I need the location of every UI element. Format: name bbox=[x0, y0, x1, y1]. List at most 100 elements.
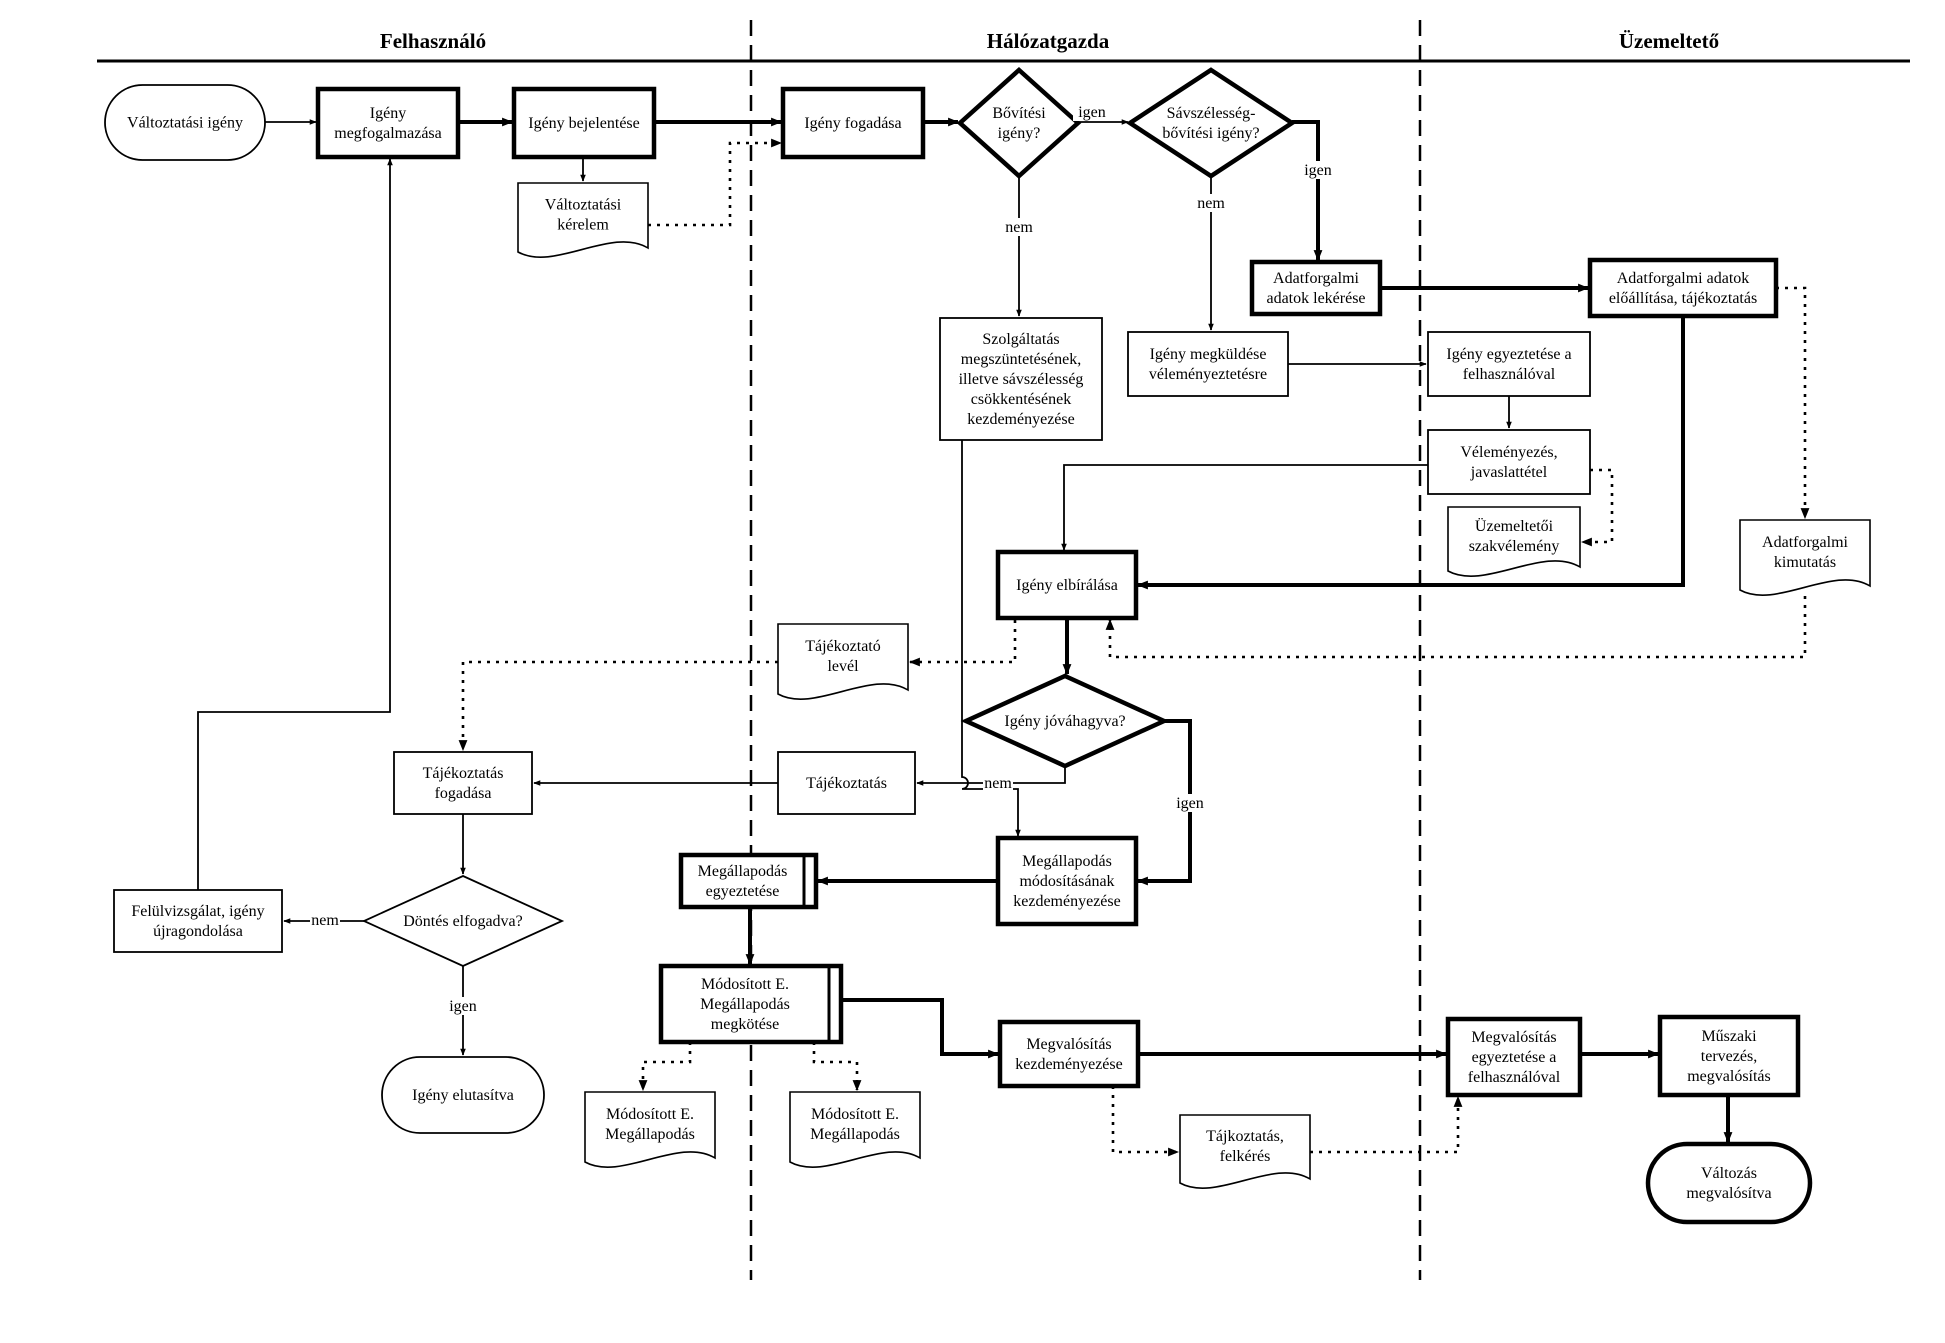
node-label: kezdeményezése bbox=[1015, 1056, 1122, 1073]
node-label: Módosított E. bbox=[811, 1106, 899, 1123]
decision-diamond bbox=[960, 673, 1170, 769]
node-label: egyeztetése bbox=[706, 883, 780, 900]
edge-label-igen: igen bbox=[1304, 162, 1332, 179]
connector-tajekoztato-level-to-tajekoztatas-fogadasa bbox=[458, 660, 778, 752]
node-label: Adatforgalmi bbox=[1762, 534, 1848, 551]
node-label: Változtatási igény bbox=[127, 115, 243, 132]
node-label: Igény bejelentése bbox=[528, 115, 640, 132]
igeny-jovahagyva-decision: Igény jóváhagyva? bbox=[960, 673, 1170, 769]
node-label: Megállapodás bbox=[810, 1126, 900, 1143]
megallapodas-egyeztetese-subprocess: Megállapodás egyeztetése bbox=[678, 852, 819, 910]
node-label: Sávszélesség- bbox=[1167, 105, 1256, 122]
process-box bbox=[1445, 1016, 1583, 1098]
node-label: javaslattétel bbox=[1470, 464, 1548, 481]
node-label: megkötése bbox=[711, 1016, 779, 1033]
bovitesi-igeny-decision: Bővítési igény? bbox=[956, 66, 1082, 180]
node-label: véleményeztetésre bbox=[1149, 366, 1267, 383]
lane-title-uzemelteto: Üzemeltető bbox=[1619, 29, 1719, 53]
node-label: megfogalmazása bbox=[334, 125, 442, 142]
terminal-shape bbox=[104, 84, 266, 161]
connector-modositott-megallapodas-megkotese-to-modositott-megallapodas-doc-2 bbox=[812, 1042, 862, 1092]
node-label: megvalósítás bbox=[1687, 1068, 1771, 1085]
edge-label-bg bbox=[1196, 194, 1226, 212]
document-shape bbox=[584, 1091, 716, 1168]
lane-frame: Felhasználó Hálózatgazda Üzemeltető bbox=[97, 20, 1910, 1280]
edge-label-bg bbox=[310, 911, 340, 929]
adatforgalmi-adatok-lekerese-process: Adatforgalmi adatok lekérése bbox=[1249, 259, 1383, 317]
node-label: Adatforgalmi bbox=[1273, 270, 1359, 287]
process-box bbox=[315, 86, 461, 160]
node-label: Megállapodás bbox=[1022, 853, 1112, 870]
node-label: Megállapodás bbox=[698, 863, 788, 880]
node-label: Igény fogadása bbox=[804, 115, 901, 132]
edge-label-bg bbox=[1073, 103, 1111, 121]
connector-savszelesseg-bovitesi-igeny-to-adatforgalmi-adatok-lekerese bbox=[1292, 120, 1323, 262]
modositott-megallapodas-doc-1-document: Módosított E.Megállapodás bbox=[584, 1091, 716, 1168]
node-label: adatok lekérése bbox=[1266, 290, 1365, 307]
node-label: Tájékoztató bbox=[805, 638, 881, 655]
process-box bbox=[1657, 1014, 1801, 1098]
node-label: Változtatási bbox=[545, 197, 622, 214]
node-label: csökkentésének bbox=[971, 391, 1071, 408]
node-label: levél bbox=[827, 658, 859, 675]
connector-modositott-megallapodas-megkotese-to-modositott-megallapodas-doc-1 bbox=[638, 1042, 692, 1092]
node-label: Igény jóváhagyva? bbox=[1004, 713, 1125, 730]
node-label: Műszaki bbox=[1701, 1028, 1757, 1045]
node-label: Megállapodás bbox=[605, 1126, 695, 1143]
process-box bbox=[995, 835, 1139, 927]
node-label: Tájékoztatás bbox=[423, 765, 504, 782]
decision-diamond bbox=[361, 875, 565, 967]
lane-title-felhasznalo: Felhasználó bbox=[380, 29, 486, 53]
node-label: Módosított E. bbox=[701, 976, 789, 993]
document-shape bbox=[1179, 1114, 1311, 1189]
node-label: kérelem bbox=[557, 217, 609, 234]
node-label: igény? bbox=[998, 125, 1041, 142]
velemenyezes-process: Véleményezés,javaslattétel bbox=[1427, 429, 1591, 495]
process-box bbox=[1127, 331, 1289, 397]
node-label: Megvalósítás bbox=[1471, 1029, 1556, 1046]
valtoztatasi-igeny-terminal: Változtatási igény bbox=[104, 84, 266, 161]
decision-diamond bbox=[956, 66, 1082, 180]
node-label: módosításának bbox=[1019, 873, 1114, 890]
savszelesseg-bovitesi-igeny-decision: Sávszélesség-bővítési igény? bbox=[1125, 67, 1297, 179]
node-label: felhasználóval bbox=[1463, 366, 1556, 383]
node-label: szakvélemény bbox=[1469, 538, 1560, 555]
process-box bbox=[511, 86, 657, 160]
node-label: Felülvizsgálat, igény bbox=[131, 903, 264, 920]
node-label: előállítása, tájékoztatás bbox=[1609, 290, 1757, 307]
tajekoztatas-process: Tájékoztatás bbox=[777, 751, 916, 815]
node-label: újragondolása bbox=[153, 923, 243, 940]
muszaki-tervezes-process: Műszaki tervezés, megvalósítás bbox=[1657, 1014, 1801, 1098]
process-box bbox=[1587, 257, 1779, 319]
node-label: Igény elbírálása bbox=[1016, 577, 1118, 594]
node-label: Igény megküldése bbox=[1150, 346, 1267, 363]
node-label: bővítési igény? bbox=[1162, 125, 1259, 142]
igeny-bejelentese-process: Igény bejelentése bbox=[511, 86, 657, 160]
process-box bbox=[1427, 429, 1591, 495]
edge-label-nem: nem bbox=[1197, 195, 1225, 212]
edge-label-nem: nem bbox=[984, 775, 1012, 792]
connector-felulvizsgalat-to-igeny-megfogalmazasa bbox=[197, 158, 393, 890]
node-label: felkérés bbox=[1220, 1148, 1271, 1165]
node-label: Bővítési bbox=[992, 105, 1046, 122]
node-label: Tájkoztatás, bbox=[1206, 1128, 1284, 1145]
tajkoztatas-felkeres-document: Tájkoztatás, felkérés bbox=[1179, 1114, 1311, 1189]
node-label: megvalósítva bbox=[1686, 1185, 1771, 1202]
flow-nodes: Változtatási igényIgénymegfogalmazásaIgé… bbox=[104, 66, 1871, 1225]
node-label: tervezés, bbox=[1701, 1048, 1757, 1065]
process-box bbox=[1427, 331, 1591, 397]
node-label: kimutatás bbox=[1774, 554, 1836, 571]
subprocess-box bbox=[678, 852, 819, 910]
node-label: illetve sávszélesség bbox=[959, 371, 1084, 388]
igeny-elbiralasa-process: Igény elbírálása bbox=[995, 549, 1139, 621]
node-label: Változás bbox=[1701, 1165, 1757, 1182]
node-label: Tájékoztatás bbox=[806, 775, 887, 792]
node-label: felhasználóval bbox=[1468, 1069, 1561, 1086]
